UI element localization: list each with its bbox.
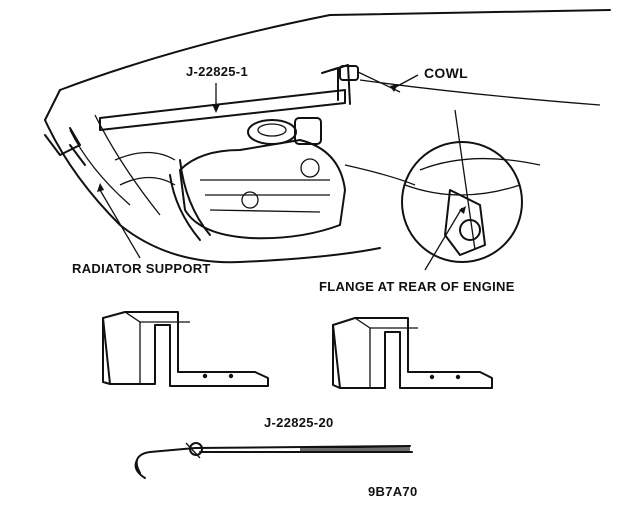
- vehicle-body-outline: [44, 9, 611, 264]
- figure-code: 9B7A70: [368, 484, 418, 499]
- label-tool-lower: J-22825-20: [264, 415, 334, 430]
- label-tool-upper: J-22825-1: [186, 64, 248, 79]
- engine-block: [114, 117, 346, 241]
- bracket-right: [332, 317, 493, 389]
- detail-connector: [344, 164, 416, 186]
- label-radiator-support: RADIATOR SUPPORT: [72, 261, 211, 276]
- detail-inset-circle: [401, 109, 541, 271]
- radiator-support: [44, 127, 141, 259]
- bracket-left: [102, 311, 269, 387]
- cowl-leader: [390, 74, 419, 92]
- label-flange: FLANGE AT REAR OF ENGINE: [319, 279, 515, 294]
- hook-rod-tool: [134, 442, 413, 479]
- label-cowl: COWL: [424, 65, 468, 81]
- support-bar-tool: [99, 64, 401, 131]
